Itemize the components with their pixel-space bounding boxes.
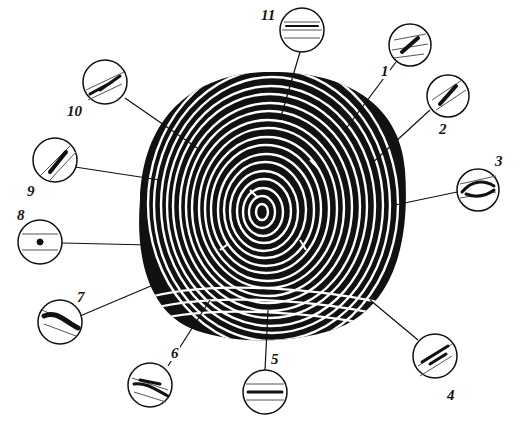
callout-number: 3: [494, 154, 504, 169]
callout-number: 11: [260, 8, 276, 23]
callout-number: 4: [446, 388, 456, 403]
magnifier-circles: [18, 8, 499, 414]
callout-number: 10: [66, 104, 83, 119]
leader-lines: [62, 52, 457, 370]
callout-number: 1: [380, 64, 390, 79]
callout-number: 5: [270, 352, 280, 367]
callout-number: 8: [16, 208, 26, 223]
callout-number: 2: [438, 122, 448, 137]
fingerprint: [120, 60, 420, 360]
callout-number: 7: [76, 290, 86, 305]
minutia-feature: [37, 26, 494, 396]
ridge-detail: [22, 22, 496, 402]
callout-number: 9: [26, 184, 36, 199]
callout-number: 6: [170, 346, 180, 361]
